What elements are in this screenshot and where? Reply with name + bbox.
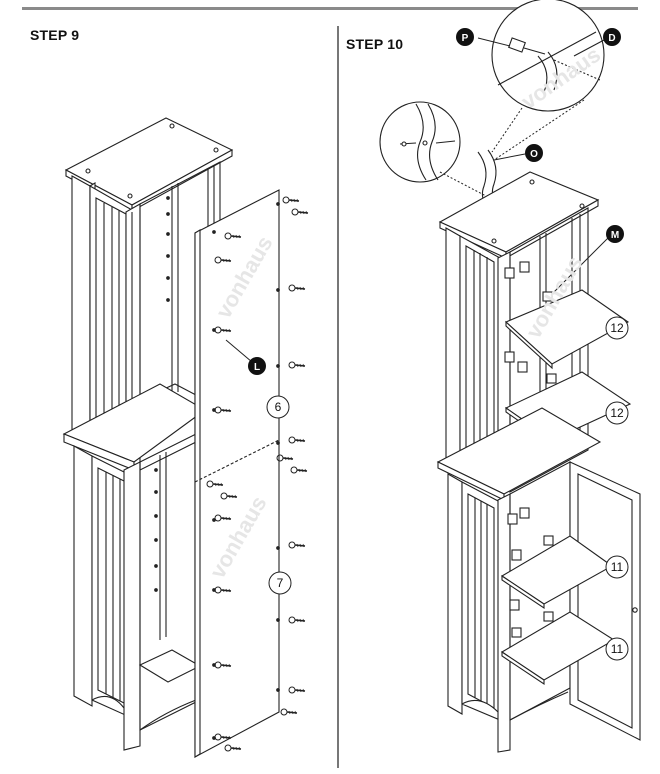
step9-title: STEP 9 <box>30 27 80 43</box>
svg-text:11: 11 <box>611 560 624 574</box>
quantity-badge-11-upper: 11 <box>605 555 629 579</box>
quantity-badge-6: 6 <box>266 395 290 419</box>
quantity-badge-11-lower: 11 <box>605 637 629 661</box>
step-divider <box>337 26 339 768</box>
svg-text:M: M <box>611 230 619 241</box>
detail-leaders <box>439 99 585 197</box>
svg-text:D: D <box>608 33 615 44</box>
quantity-badge-12-upper: 12 <box>605 316 629 340</box>
step10-cabinet <box>436 171 641 753</box>
leader-l <box>225 339 253 363</box>
leader-p <box>477 37 511 47</box>
svg-text:O: O <box>530 149 538 160</box>
svg-text:7: 7 <box>277 576 284 590</box>
callout-M: M <box>606 225 624 243</box>
svg-text:11: 11 <box>611 642 624 656</box>
detail-wall-circle <box>491 0 605 112</box>
svg-text:12: 12 <box>610 406 624 420</box>
detail-strap-circle <box>379 101 461 183</box>
top-rule <box>22 7 638 10</box>
quantity-badge-12-lower: 12 <box>605 401 629 425</box>
svg-text:6: 6 <box>275 400 282 414</box>
svg-text:12: 12 <box>610 321 624 335</box>
callout-P: P <box>456 28 474 46</box>
leader-d <box>573 39 605 57</box>
quantity-badge-7: 7 <box>268 571 292 595</box>
callout-D: D <box>603 28 621 46</box>
leader-m <box>551 237 609 295</box>
svg-text:P: P <box>462 33 469 44</box>
callout-O: O <box>525 144 543 162</box>
leader-o <box>493 153 526 161</box>
callout-L: L <box>248 357 266 375</box>
svg-text:L: L <box>254 362 260 373</box>
step10-title: STEP 10 <box>346 36 404 52</box>
step9-cabinet <box>62 117 234 751</box>
